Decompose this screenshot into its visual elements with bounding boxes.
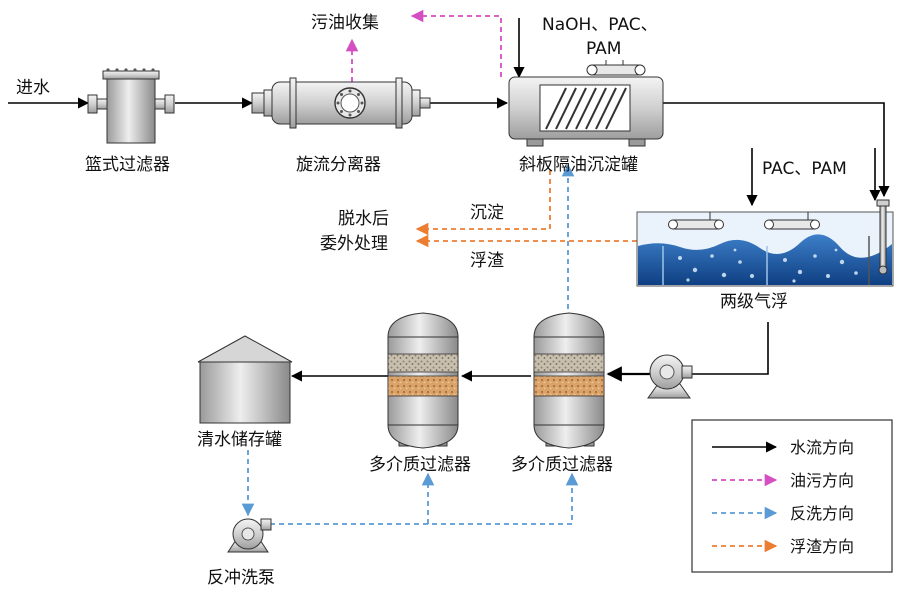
legend-item-water-flow: 水流方向 [712,438,854,457]
legend-item-backwash-flow: 反洗方向 [712,504,854,523]
legend-item-scum-flow: 浮渣方向 [712,537,854,556]
diagram-labels: 进水 篮式过滤器 旋流分离器 污油收集 NaOH、PAC、 PAM 斜板隔油沉淀… [16,13,847,588]
label-outsource-line1: 脱水后 [338,209,389,229]
multimedia-filter-1 [387,312,459,449]
legend-label-backwash-flow: 反洗方向 [790,504,854,523]
label-chemicals-top-line1: NaOH、PAC、 [542,15,658,35]
label-sediment: 沉淀 [470,203,504,223]
basket-filter [87,68,175,144]
inclined-plate-oil-separation-tank [508,60,664,147]
two-stage-flotation-tank [636,199,894,287]
label-inlet: 进水 [16,78,50,98]
water-flow-lines [8,18,890,382]
multimedia-filter-2 [533,312,605,449]
label-multimedia-filter-1: 多介质过滤器 [369,455,471,475]
backwash-flow-lines [241,163,579,525]
oil-flow-lines [345,9,502,82]
label-clear-water-tank: 清水储存罐 [197,430,282,450]
backwash-pump [227,518,272,553]
label-oil-collection: 污油收集 [311,13,379,33]
legend-item-oil-flow: 油污方向 [712,471,854,490]
label-chemicals-flotation: PAC、PAM [762,159,847,179]
feed-pump [647,354,693,399]
scum-flow-lines [415,170,637,248]
legend: 水流方向 油污方向 反洗方向 浮渣方向 [691,419,893,573]
label-backwash-pump: 反冲洗泵 [207,568,275,588]
label-inclined-plate-tank: 斜板隔油沉淀罐 [519,155,638,175]
label-multimedia-filter-2: 多介质过滤器 [511,455,613,475]
legend-label-oil-flow: 油污方向 [790,471,854,490]
legend-label-water-flow: 水流方向 [790,438,854,457]
label-basket-filter: 篮式过滤器 [85,155,170,175]
cyclone-separator [251,77,431,129]
label-scum: 浮渣 [470,251,504,271]
clear-water-storage-tank [197,335,293,424]
label-cyclone-separator: 旋流分离器 [296,155,381,175]
legend-label-scum-flow: 浮渣方向 [790,537,854,556]
label-outsource-line2: 委外处理 [320,234,388,254]
label-two-stage-flotation: 两级气浮 [720,292,788,312]
label-chemicals-top-line2: PAM [586,39,621,59]
